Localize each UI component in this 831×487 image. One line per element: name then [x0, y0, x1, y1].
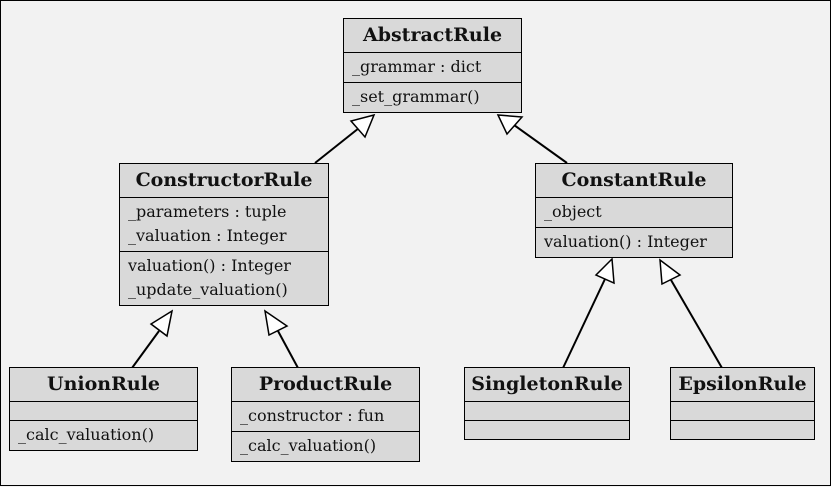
- methods-compartment: [671, 420, 814, 439]
- methods-compartment: [465, 420, 629, 439]
- edge-constructorrule-abstractrule: [314, 127, 360, 164]
- class-method: valuation() : Integer: [544, 232, 707, 251]
- attributes-compartment: _constructor : fun: [232, 401, 419, 431]
- generalization-arrowhead: [496, 114, 524, 136]
- generalization-arrowhead: [659, 258, 682, 286]
- methods-compartment: _calc_valuation(): [10, 420, 197, 450]
- class-method: _update_valuation(): [128, 280, 288, 299]
- class-attribute: _constructor : fun: [240, 406, 385, 425]
- methods-compartment: valuation() : Integer: [536, 227, 732, 257]
- class-constructor-rule: ConstructorRule _parameters : tuple _valua…: [119, 163, 329, 306]
- generalization-arrowhead: [263, 309, 289, 337]
- edge-productrule-constructorrule: [277, 330, 299, 369]
- edge-unionrule-constructorrule: [131, 330, 160, 369]
- methods-compartment: _set_grammar(): [344, 82, 521, 112]
- class-attribute: _parameters : tuple: [128, 202, 287, 221]
- class-attribute: _valuation : Integer: [128, 226, 287, 245]
- class-name: EpsilonRule: [678, 373, 807, 395]
- class-name: UnionRule: [47, 373, 160, 395]
- methods-compartment: valuation() : Integer _update_valuation(): [120, 251, 328, 305]
- attributes-compartment: [465, 401, 629, 420]
- class-name: ConstantRule: [561, 169, 707, 191]
- class-name: ProductRule: [258, 373, 393, 395]
- class-singleton-rule: SingletonRule: [464, 367, 630, 440]
- class-method: valuation() : Integer: [128, 256, 291, 275]
- class-union-rule: UnionRule _calc_valuation(): [9, 367, 198, 451]
- edge-singletonrule-constantrule: [562, 278, 606, 369]
- generalization-arrowhead: [594, 257, 615, 285]
- class-product-rule: ProductRule _constructor : fun _calc_valua…: [231, 367, 420, 462]
- methods-compartment: _calc_valuation(): [232, 431, 419, 461]
- edge-constantrule-abstractrule: [513, 124, 568, 164]
- class-method: _set_grammar(): [352, 87, 480, 106]
- class-name: ConstructorRule: [135, 169, 313, 191]
- class-constant-rule: ConstantRule _object valuation() : Integer: [535, 163, 733, 258]
- class-method: _calc_valuation(): [18, 425, 155, 444]
- class-abstract-rule: AbstractRule _grammar : dict _set_grammar(…: [343, 18, 522, 113]
- attributes-compartment: _parameters : tuple _valuation : Integer: [120, 197, 328, 251]
- class-attribute: _grammar : dict: [352, 57, 482, 76]
- class-attribute: _object: [544, 202, 602, 221]
- class-method: _calc_valuation(): [240, 436, 377, 455]
- attributes-compartment: [10, 401, 197, 420]
- class-epsilon-rule: EpsilonRule: [670, 367, 815, 440]
- class-name: AbstractRule: [362, 24, 503, 46]
- edge-epsilonrule-constantrule: [670, 279, 723, 369]
- attributes-compartment: [671, 401, 814, 420]
- attributes-compartment: _grammar : dict: [344, 52, 521, 82]
- generalization-arrowhead: [149, 309, 174, 338]
- generalization-arrowhead: [349, 113, 376, 139]
- attributes-compartment: _object: [536, 197, 732, 227]
- class-name: SingletonRule: [471, 373, 623, 395]
